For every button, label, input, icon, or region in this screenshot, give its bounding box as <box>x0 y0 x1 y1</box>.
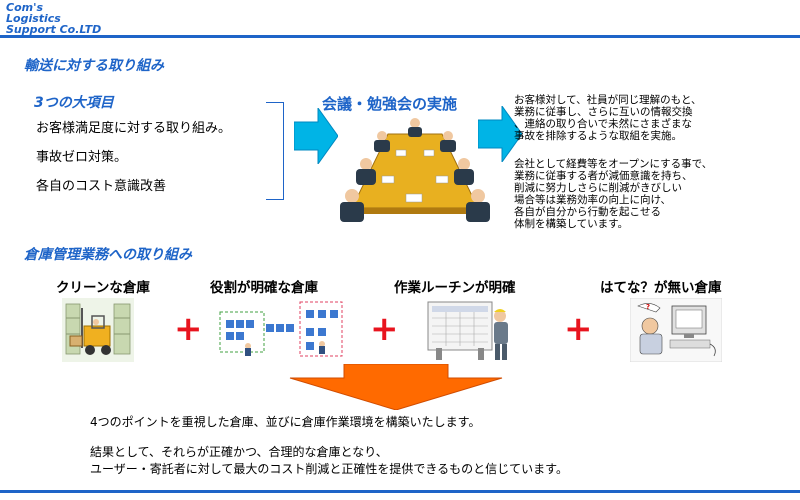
right-arrow-icon <box>294 108 338 164</box>
description-line: 会社として経費等をオープンにする事で、 <box>514 158 713 170</box>
conclusion-line-1: 4つのポイントを重視した倉庫、並びに倉庫作業環境を構築いたします。 <box>90 415 481 429</box>
item-zero-accidents: 事故ゼロ対策。 <box>36 150 128 165</box>
description-line: 、連絡の取り合いで未然にさまざまな <box>514 118 692 130</box>
description-paragraph-1: お客様対して、社員が同じ理解のもと、 業務に従事し、さらに互いの情報交換 、連絡… <box>514 94 702 142</box>
pillar-label-roles: 役割が明確な倉庫 <box>210 280 318 296</box>
plus-sign: + <box>174 309 203 349</box>
items-bracket <box>266 102 284 200</box>
svg-text:?: ? <box>646 303 650 311</box>
description-line: お客様対して、社員が同じ理解のもと、 <box>514 94 702 106</box>
meeting-title: 会議・勉強会の実施 <box>322 95 458 113</box>
description-line: 削減に努力しさらに削減がきびしい <box>514 182 682 194</box>
company-logo: Com's Logistics Support Co.LTD <box>6 2 156 35</box>
plus-sign: + <box>370 309 399 349</box>
worker-board-illustration <box>427 301 508 360</box>
item-customer-satisfaction: お客様満足度に対する取り組み。 <box>36 121 232 136</box>
description-line: 業務に従事し、さらに互いの情報交換 <box>514 106 693 118</box>
plus-sign: + <box>564 309 593 349</box>
logo-line-1: Com's <box>6 1 44 14</box>
conclusion-line-3: ユーザー・寄託者に対して最大のコスト削減と正確性を提供できるものと信じています。 <box>90 462 568 476</box>
description-line: 場合等は業務効率の向上に向け、 <box>514 194 671 206</box>
warehouse-section-title: 倉庫管理業務への取り組み <box>24 247 192 263</box>
logo-line-2: Logistics <box>6 12 61 25</box>
footer-divider <box>0 490 800 493</box>
right-arrow-icon <box>478 106 522 162</box>
transport-section-title: 輸送に対する取り組み <box>24 58 164 74</box>
puzzled-computer-user-illustration: ? <box>630 298 722 362</box>
description-line: 各自が自分から行動を起こせる <box>514 206 661 218</box>
description-line: 体制を構築しています。 <box>514 218 629 230</box>
pillar-label-no-questions: はてな？が無い倉庫 <box>600 280 722 296</box>
conclusion-line-2: 結果として、それらが正確かつ、合理的な倉庫となり、 <box>90 445 388 459</box>
logo-line-3: Support Co.LTD <box>6 23 102 36</box>
items-title: 3つの大項目 <box>34 95 114 111</box>
description-line: 事故を排除するような取組を実施。 <box>514 130 682 142</box>
description-line: 業務に従事する者が減価意識を持ち、 <box>514 170 693 182</box>
description-paragraph-2: 会社として経費等をオープンにする事で、 業務に従事する者が減価意識を持ち、 削減… <box>514 158 712 230</box>
header-divider <box>0 35 800 38</box>
pillar-label-routine: 作業ルーチンが明確 <box>394 280 516 296</box>
down-arrow-icon <box>289 364 503 410</box>
item-cost-awareness: 各自のコスト意識改善 <box>36 179 167 194</box>
roles-diagram-illustration <box>219 301 343 357</box>
pillar-label-clean: クリーンな倉庫 <box>56 280 150 296</box>
meeting-table-illustration <box>340 118 490 222</box>
forklift-warehouse-illustration <box>62 298 134 362</box>
